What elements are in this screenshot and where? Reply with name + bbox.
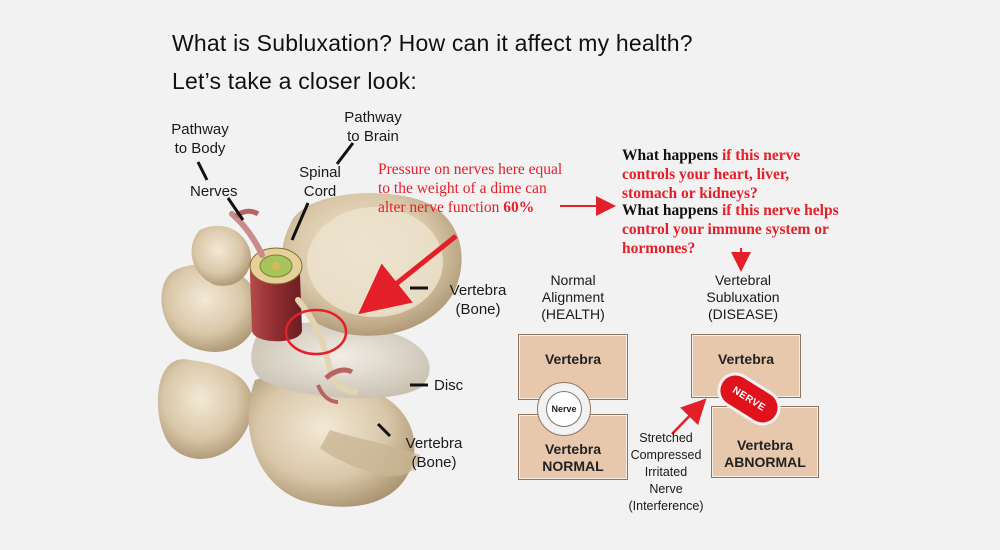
question-1: What happens if this nerve controls your… bbox=[622, 147, 801, 202]
label-spinal-cord: Spinal Cord bbox=[299, 164, 341, 200]
subluxation-vertebra-bottom: Vertebra ABNORMAL bbox=[711, 406, 819, 478]
question-2: What happens if this nerve helps control… bbox=[622, 202, 839, 257]
label-nerves: Nerves bbox=[190, 183, 238, 200]
pressure-circle bbox=[284, 308, 348, 356]
transverse-process-lower-left bbox=[157, 359, 253, 459]
pressure-note: Pressure on nerves here equal to the wei… bbox=[378, 161, 563, 216]
nerve-root-upper bbox=[229, 211, 265, 258]
label-vertebra-top: Vertebra (Bone) bbox=[449, 282, 507, 318]
normal-nerve: Nerve bbox=[546, 391, 582, 427]
leader-spinal-cord bbox=[290, 202, 310, 241]
interference-arrow bbox=[671, 398, 707, 435]
label-vertebra-bottom: Vertebra (Bone) bbox=[405, 435, 463, 471]
leader-pathway-brain bbox=[335, 142, 355, 165]
nerve-root-lower bbox=[295, 297, 358, 395]
label-pathway-to-body: Pathway to Body bbox=[171, 121, 229, 157]
interference-note: Stretched Compressed Irritated Nerve (In… bbox=[628, 431, 704, 513]
pressure-arrow bbox=[358, 234, 458, 315]
normal-alignment-title: Normal Alignment (HEALTH) bbox=[541, 272, 605, 322]
heading-line-2: Let’s take a closer look: bbox=[172, 68, 417, 94]
leader-vertebra-bottom bbox=[376, 422, 392, 438]
label-disc: Disc bbox=[434, 377, 464, 394]
transverse-process-upper-left bbox=[161, 264, 259, 352]
disc-shape bbox=[251, 322, 430, 399]
subluxation-title: Vertebral Subluxation (DISEASE) bbox=[706, 272, 780, 322]
leader-nerves bbox=[226, 197, 245, 221]
label-pathway-to-brain: Pathway to Brain bbox=[344, 109, 402, 145]
heading-line-1: What is Subluxation? How can it affect m… bbox=[172, 30, 693, 56]
leader-pathway-body bbox=[196, 161, 209, 181]
